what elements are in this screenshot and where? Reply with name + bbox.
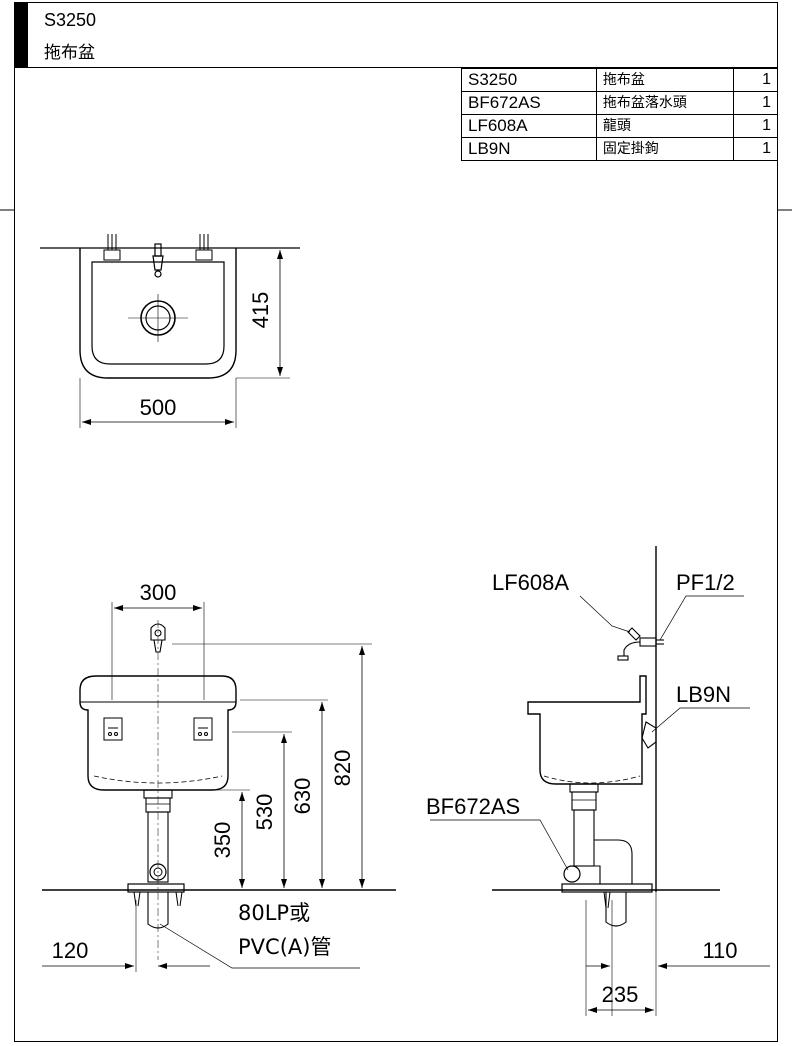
product-name: 拖布盆 <box>44 43 95 63</box>
faucet-spacing-dimension: 300 <box>140 580 177 605</box>
table-row: LB9N 固定掛鉤 1 <box>461 137 779 161</box>
front-view <box>42 602 396 972</box>
title-block: S3250 拖布盆 <box>14 2 778 68</box>
height-630-dimension: 630 <box>290 778 315 815</box>
part-name: 固定掛鉤 <box>595 137 734 161</box>
part-qty: 1 <box>732 91 779 115</box>
part-code: BF672AS <box>461 91 597 115</box>
offset-110-dimension: 110 <box>702 938 737 963</box>
drain-pipe-note-line1: 80LP或 <box>238 901 310 925</box>
title-accent-bar <box>14 2 28 68</box>
faucet-icon <box>152 243 164 278</box>
part-code: S3250 <box>461 68 597 92</box>
depth-235-dimension: 235 <box>602 982 639 1007</box>
drain-part-label: BF672AS <box>426 794 520 819</box>
part-qty: 1 <box>732 137 779 161</box>
hook-icon <box>103 234 121 261</box>
drain-pipe-note-line2: PVC(A)管 <box>238 935 331 959</box>
model-number: S3250 <box>44 10 97 30</box>
side-view <box>430 546 770 1016</box>
drawing-sheet-border <box>14 2 778 1042</box>
plan-width-dimension: 500 <box>140 395 177 420</box>
hook-icon <box>195 234 213 261</box>
faucet-part-label: LF608A <box>492 570 569 595</box>
offset-120-dimension: 120 <box>52 938 89 963</box>
plan-depth-dimension: 415 <box>248 292 273 329</box>
faucet-icon <box>150 623 166 653</box>
hook-icon <box>641 721 657 749</box>
faucet-icon <box>617 627 664 661</box>
parts-list-table: S3250 拖布盆 1 BF672AS 拖布盆落水頭 1 LF608A 龍頭 1… <box>461 68 779 161</box>
hook-icon <box>193 717 213 741</box>
height-530-dimension: 530 <box>252 794 277 831</box>
hook-icon <box>103 717 123 741</box>
hook-part-label: LB9N <box>676 682 731 707</box>
part-code: LB9N <box>461 137 597 161</box>
height-820-dimension: 820 <box>330 750 355 787</box>
part-qty: 1 <box>732 114 779 138</box>
height-350-dimension: 350 <box>210 822 235 859</box>
thread-size-label: PF1/2 <box>676 570 735 595</box>
plan-view <box>40 234 300 428</box>
part-qty: 1 <box>732 68 779 92</box>
